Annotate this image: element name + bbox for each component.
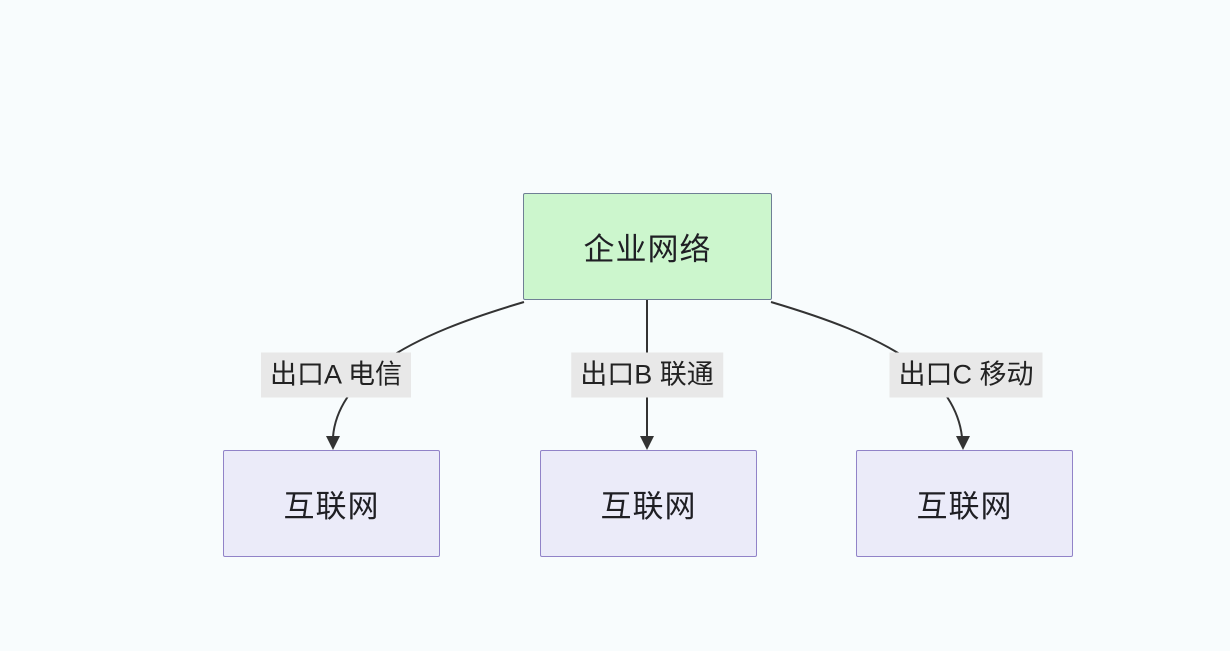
node-internet-a: 互联网: [223, 450, 440, 557]
node-enterprise-network-label: 企业网络: [583, 232, 712, 267]
arrowhead-icon-b: [640, 436, 654, 450]
node-internet-a-label: 互联网: [283, 489, 380, 524]
edge-label-exit-a: 出口A 电信: [260, 352, 412, 398]
edge-label-exit-b: 出口B 联通: [571, 352, 723, 398]
node-internet-b: 互联网: [540, 450, 757, 557]
node-internet-b-label: 互联网: [600, 489, 697, 524]
edge-label-exit-c: 出口C 移动: [889, 352, 1043, 398]
node-internet-c-label: 互联网: [916, 489, 1013, 524]
arrowhead-icon-a: [326, 436, 340, 450]
node-internet-c: 互联网: [856, 450, 1073, 557]
node-enterprise-network: 企业网络: [523, 193, 772, 300]
arrowhead-icon-c: [956, 436, 970, 450]
